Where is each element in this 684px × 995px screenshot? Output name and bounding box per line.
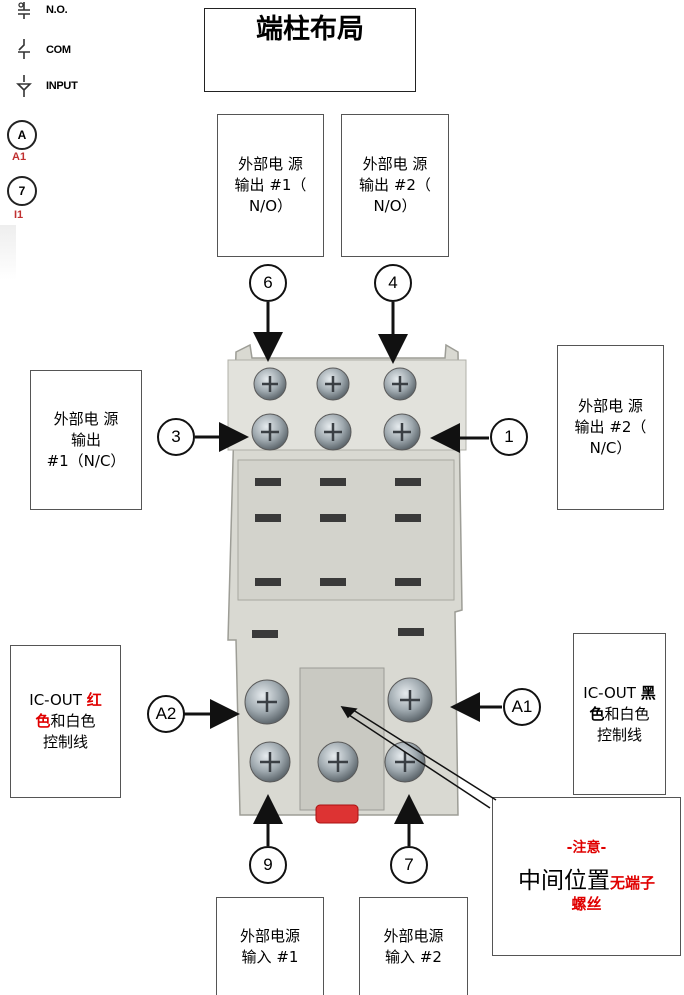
- callout-terminal-3: 3: [157, 418, 195, 456]
- callout-terminal-7: 7: [390, 846, 428, 884]
- callout-terminal-a2: A2: [147, 695, 185, 733]
- callout-terminal-4: 4: [374, 264, 412, 302]
- callout-terminal-9: 9: [249, 846, 287, 884]
- callout-terminal-a1: A1: [503, 688, 541, 726]
- callout-terminal-6: 6: [249, 264, 287, 302]
- callout-terminal-1: 1: [490, 418, 528, 456]
